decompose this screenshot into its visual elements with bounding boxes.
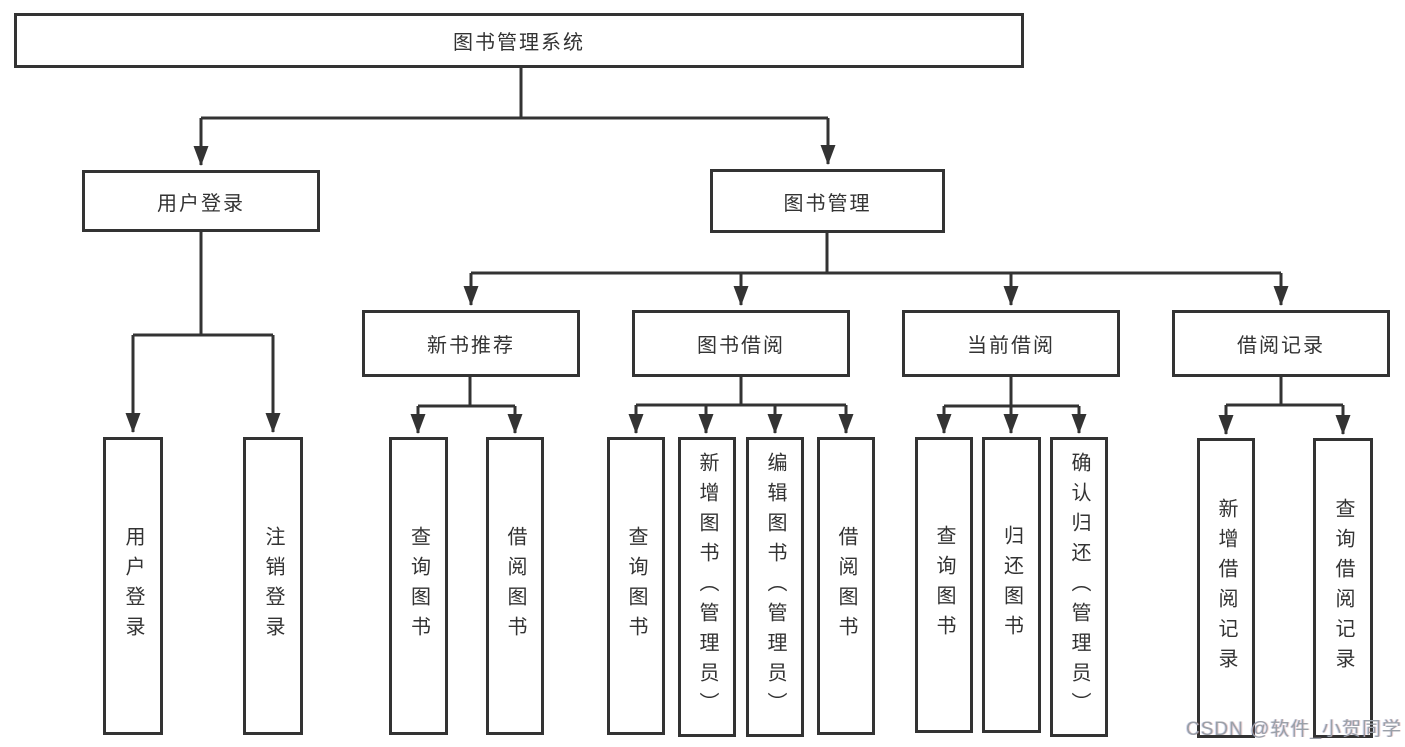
leaf-bb-borrow-books: 借阅图书 — [817, 437, 875, 735]
csdn-watermark: CSDN @软件_小贺同学 — [1186, 719, 1402, 740]
leaf-br-query-record: 查询借阅记录 — [1313, 438, 1373, 738]
leaf-bb-add-book-admin: 新增图书（管理员） — [678, 437, 736, 737]
leaf-cb-confirm-return-admin: 确认归还（管理员） — [1050, 437, 1108, 737]
node-book-borrow: 图书借阅 — [632, 310, 850, 377]
node-borrow-records: 借阅记录 — [1172, 310, 1390, 377]
leaf-cb-query-books: 查询图书 — [915, 437, 973, 733]
leaf-bb-edit-book-admin: 编辑图书（管理员） — [746, 437, 804, 737]
leaf-nb-borrow-books: 借阅图书 — [486, 437, 544, 735]
node-book-management: 图书管理 — [710, 169, 945, 233]
root-node: 图书管理系统 — [14, 13, 1024, 68]
leaf-nb-query-books: 查询图书 — [389, 437, 448, 735]
node-new-book-recommend: 新书推荐 — [362, 310, 580, 377]
leaf-bb-query-books: 查询图书 — [607, 437, 665, 735]
leaf-br-add-record: 新增借阅记录 — [1197, 438, 1255, 738]
leaf-cb-return-books: 归还图书 — [982, 437, 1041, 733]
node-current-borrow: 当前借阅 — [902, 310, 1120, 377]
leaf-user-login: 用户登录 — [103, 437, 163, 735]
leaf-logout: 注销登录 — [243, 437, 303, 735]
node-user-login: 用户登录 — [82, 170, 320, 232]
